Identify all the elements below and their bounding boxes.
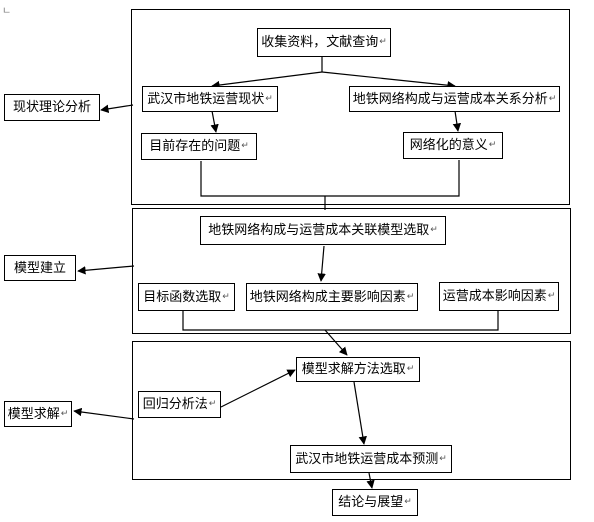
node-cost-forecast: 武汉市地铁运营成本预测↵	[290, 445, 452, 473]
node-label: 目前存在的问题	[149, 139, 241, 154]
node-model-selection: 地铁网络构成与运营成本关联模型选取↵	[200, 216, 446, 245]
node-label: 运营成本影响因素	[442, 289, 547, 304]
paragraph-mark: ↵	[406, 291, 415, 302]
node-current-problems: 目前存在的问题↵	[141, 133, 257, 160]
node-label: 网络化的意义	[409, 138, 488, 153]
node-label: 武汉市地铁运营现状	[147, 91, 265, 107]
paragraph-mark: ↵	[547, 291, 556, 301]
node-conclusion: 结论与展望↵	[332, 489, 418, 516]
node-label: 目标函数选取	[143, 289, 222, 305]
node-cost-factors: 运营成本影响因素↵	[439, 282, 559, 311]
node-wuhan-status: 武汉市地铁运营现状↵	[142, 86, 278, 112]
node-label: 地铁网络构成与运营成本关联模型选取	[208, 223, 430, 238]
paragraph-mark: ↵	[406, 364, 415, 374]
node-label: 武汉市地铁运营成本预测	[295, 451, 439, 467]
node-label: 模型求解方法选取	[301, 362, 406, 377]
node-regression: 回归分析法↵	[138, 391, 221, 418]
paragraph-mark: ↵	[548, 93, 557, 104]
paragraph-mark: ↵	[60, 408, 69, 419]
node-label: 地铁网络构成主要影响因素	[249, 289, 406, 305]
node-method-selection: 模型求解方法选取↵	[296, 357, 420, 382]
paragraph-mark: ↵	[222, 291, 230, 302]
paragraph-mark: ↵	[241, 141, 249, 151]
stage-label-model-build: 模型建立	[4, 255, 76, 281]
node-networking-significance: 网络化的意义↵	[403, 132, 503, 159]
node-network-cost-analysis: 地铁网络构成与运营成本关系分析↵	[349, 86, 560, 112]
stage-label-text: 模型求解	[7, 406, 60, 422]
corner-mark: ㄴ	[2, 6, 12, 17]
node-label: 结论与展望	[338, 495, 404, 510]
paragraph-mark: ↵	[404, 497, 412, 507]
stage-label-analysis: 现状理论分析	[4, 94, 100, 121]
paragraph-mark: ↵	[379, 37, 387, 47]
node-collect-literature: 收集资料，文献查询↵	[257, 28, 391, 57]
node-network-factors: 地铁网络构成主要影响因素↵	[246, 283, 418, 311]
paragraph-mark: ↵	[265, 93, 273, 104]
node-objective-function: 目标函数选取↵	[138, 283, 235, 311]
paragraph-mark: ↵	[208, 399, 217, 409]
node-label: 地铁网络构成与运营成本关系分析	[352, 91, 548, 107]
stage-label-text: 模型建立	[13, 260, 66, 276]
node-label: 回归分析法	[142, 397, 208, 412]
paragraph-mark: ↵	[488, 140, 497, 150]
stage-label-model-solve: 模型求解↵	[4, 401, 72, 427]
node-label: 收集资料，文献查询	[261, 35, 379, 50]
paragraph-mark: ↵	[430, 225, 438, 235]
paragraph-mark: ↵	[439, 453, 447, 464]
stage-label-text: 现状理论分析	[12, 100, 91, 115]
